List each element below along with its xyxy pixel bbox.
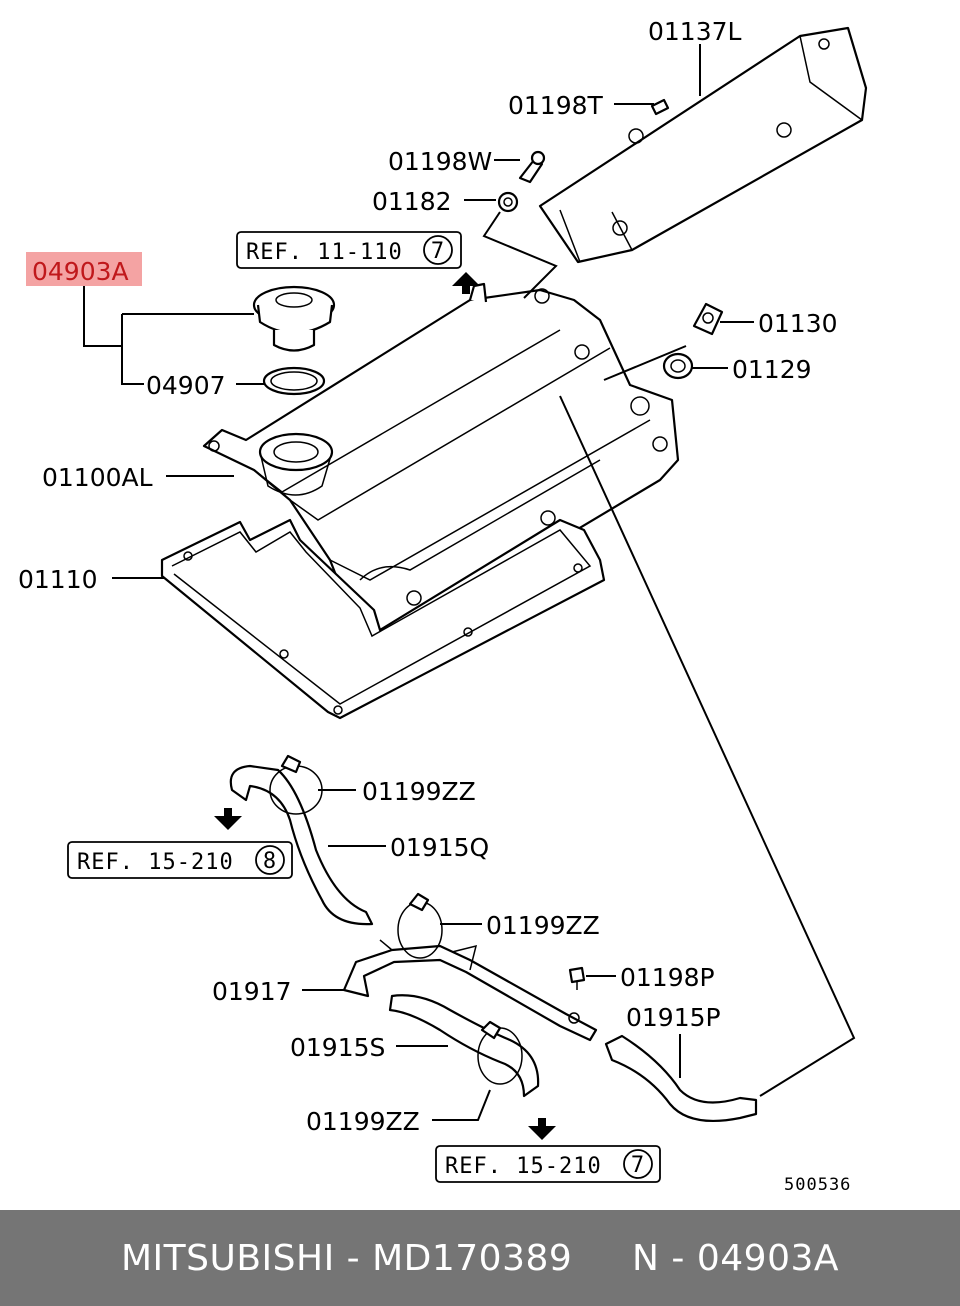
label-04903a[interactable]: 04903A (32, 257, 129, 286)
label-01917[interactable]: 01917 (212, 977, 292, 1006)
arrow-down-icon (214, 808, 242, 830)
hose-01915s (388, 994, 540, 1098)
label-01129[interactable]: 01129 (732, 355, 812, 384)
label-01137l[interactable]: 01137L (648, 17, 742, 46)
footer-separator: - (334, 1237, 373, 1279)
drawing-code: 500536 (784, 1175, 851, 1195)
ref-text: REF. 15-210 (445, 1154, 602, 1179)
footer-bar: MITSUBISHI - MD170389 N - 04903A (0, 1210, 960, 1306)
clamp-01199zz-middle (397, 892, 443, 959)
bolt-01198w (518, 150, 546, 184)
oil-filler-cap (252, 285, 336, 352)
ref-text: REF. 15-210 (77, 850, 234, 875)
pcv-valve (692, 302, 724, 336)
label-01915p[interactable]: 01915P (626, 1003, 721, 1032)
footer-gap (572, 1238, 632, 1279)
label-01110[interactable]: 01110 (18, 565, 98, 594)
footer-caption: MITSUBISHI - MD170389 N - 04903A (121, 1238, 839, 1279)
label-01915q[interactable]: 01915Q (390, 833, 489, 862)
bolt-01198p (568, 966, 586, 990)
ref-box-11-110[interactable]: REF. 11-110 7 (236, 231, 462, 269)
ref-circle-number: 7 (431, 239, 445, 264)
footer-prefix: N (632, 1237, 660, 1279)
leader-lines (83, 44, 856, 1121)
label-01182[interactable]: 01182 (372, 187, 452, 216)
part-labels: 01137L 01198T 01198W 01182 04903A 04907 … (18, 17, 838, 1136)
ref-box-15-210-lower[interactable]: REF. 15-210 7 (435, 1145, 661, 1183)
label-01199zz[interactable]: 01199ZZ (306, 1107, 420, 1136)
label-01199zz[interactable]: 01199ZZ (486, 911, 600, 940)
label-01198p[interactable]: 01198P (620, 963, 715, 992)
rocker-cover-gasket (160, 518, 606, 720)
clamp-01199zz-lower (477, 1020, 523, 1085)
arrow-down-icon (528, 1118, 556, 1140)
footer-part-number: MD170389 (372, 1237, 573, 1279)
label-01198t[interactable]: 01198T (508, 91, 604, 120)
footer-brand: MITSUBISHI (120, 1237, 335, 1279)
ref-text: REF. 11-110 (246, 240, 403, 265)
rocker-cover (202, 282, 680, 662)
ref-circle-number: 8 (263, 849, 277, 874)
ref-box-15-210-upper[interactable]: REF. 15-210 8 (67, 841, 293, 879)
bolt-01198t (650, 98, 670, 116)
label-04907[interactable]: 04907 (146, 371, 226, 400)
arrow-up-icon (452, 272, 480, 294)
label-01198w[interactable]: 01198W (388, 147, 492, 176)
parts-diagram: REF. 11-110 7 REF. 15-210 8 REF. 15-210 … (18, 17, 868, 1195)
ref-circle-number: 7 (631, 1153, 645, 1178)
filler-cap-gasket (262, 366, 326, 396)
label-01915s[interactable]: 01915S (290, 1033, 385, 1062)
clamp-01199zz-upper (269, 754, 323, 815)
hose-01915p (604, 1034, 758, 1122)
ignition-coil-cover (538, 26, 868, 264)
pcv-grommet (662, 352, 694, 380)
footer-separator: - (659, 1237, 697, 1279)
label-01100al[interactable]: 01100AL (42, 463, 153, 492)
hose-01915q (229, 764, 374, 926)
label-01199zz[interactable]: 01199ZZ (362, 777, 476, 806)
label-01130[interactable]: 01130 (758, 309, 838, 338)
footer-ref-number: 04903A (696, 1237, 840, 1279)
washer-01182 (497, 191, 519, 213)
highlight-04903a (26, 252, 142, 286)
breather-pipe-01917 (342, 939, 598, 1042)
